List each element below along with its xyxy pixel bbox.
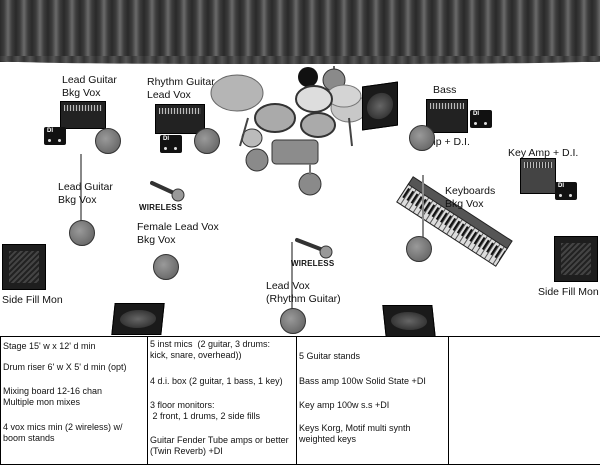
key-di-box: DI	[555, 182, 577, 200]
lead-vox-mic-stand	[280, 308, 306, 334]
rhythm-guitar-amp-label: Rhythm Guitar Lead Vox	[147, 76, 215, 101]
curtain-fringe	[0, 56, 600, 64]
note-keys: Keys Korg, Motif multi synth weighted ke…	[299, 423, 411, 444]
notes-column-1: Stage 15' w x 12' d min Drum riser 6' w …	[0, 336, 148, 464]
note-guitar-amps: Guitar Fender Tube amps or better (Twin …	[150, 435, 289, 456]
note-mixing-board: Mixing board 12-16 chan Multiple mon mix…	[3, 386, 103, 407]
wireless-mic-2	[295, 238, 333, 259]
drum-monitor	[362, 81, 398, 131]
drum-mic-stand-left	[245, 148, 269, 172]
tom-left	[254, 103, 296, 133]
bass-di-box: DI	[470, 110, 492, 128]
floor-tom	[271, 139, 319, 165]
stage-curtain	[0, 0, 600, 62]
note-floor-monitors: 3 floor monitors: 2 front, 1 drums, 2 si…	[150, 400, 261, 421]
drum-mic-stand-kick	[298, 172, 322, 196]
note-key-amp: Key amp 100w s.s +DI	[299, 400, 390, 410]
drum-kit	[210, 66, 368, 196]
kick-drum	[295, 85, 333, 113]
side-fill-right-label: Side Fill Mon	[538, 286, 599, 298]
wireless-mic-1	[150, 181, 185, 202]
tom-right	[300, 112, 336, 138]
note-bass-amp: Bass amp 100w Solid State +DI	[299, 376, 426, 386]
lead-guitar-mic-label: Lead Guitar Bkg Vox	[58, 181, 113, 206]
floor-monitor-right	[382, 305, 436, 337]
lead-guitar-stand	[95, 128, 121, 154]
lead-guitar-amp	[60, 101, 106, 129]
bass-amp	[426, 99, 468, 133]
crash-cymbal	[210, 74, 264, 112]
floor-monitor-left	[111, 303, 165, 335]
female-vox-mic-stand	[153, 254, 179, 280]
lead-guitar-mic-stand	[69, 220, 95, 246]
note-inst-mics: 5 inst mics (2 guitar, 3 drums: kick, sn…	[150, 339, 271, 360]
side-fill-monitor-left	[2, 244, 46, 290]
key-amp	[520, 158, 556, 194]
note-drum-riser: Drum riser 6' w X 5' d min (opt)	[3, 362, 127, 372]
lead-guitar-amp-label: Lead Guitar Bkg Vox	[62, 74, 117, 99]
keyboards-label: Keyboards Bkg Vox	[445, 185, 496, 210]
bass-stand	[409, 125, 435, 151]
female-lead-vox-label: Female Lead Vox Bkg Vox	[137, 221, 219, 246]
keyboard-instrument	[396, 176, 513, 267]
lead-vox-label: Lead Vox (Rhythm Guitar)	[266, 280, 341, 305]
bass-label: Bass	[433, 84, 457, 96]
notes-column-4	[448, 336, 599, 464]
side-fill-left-label: Side Fill Mon	[2, 294, 63, 306]
note-stage-size: Stage 15' w x 12' d min	[3, 341, 96, 351]
notes-column-2: 5 inst mics (2 guitar, 3 drums: kick, sn…	[147, 336, 297, 464]
notes-column-3: 5 Guitar stands Bass amp 100w Solid Stat…	[296, 336, 449, 464]
note-di-boxes: 4 d.i. box (2 guitar, 1 bass, 1 key)	[150, 376, 283, 386]
key-amp-label: Key Amp + D.I.	[508, 147, 579, 159]
rhythm-guitar-amp	[155, 104, 205, 134]
drum-overhead-mic	[298, 67, 318, 87]
note-guitar-stands: 5 Guitar stands	[299, 351, 361, 361]
wireless-label-1: WIRELESS	[139, 203, 183, 212]
rhythm-guitar-stand	[194, 128, 220, 154]
side-fill-monitor-right	[554, 236, 598, 282]
rhythm-guitar-di-box: DI	[160, 135, 182, 153]
wireless-label-2: WIRELESS	[291, 259, 335, 268]
lead-guitar-di-box: DI	[44, 127, 66, 145]
note-vox-mics: 4 vox mics min (2 wireless) w/ boom stan…	[3, 422, 123, 443]
keyboards-mic-stand	[406, 236, 432, 262]
